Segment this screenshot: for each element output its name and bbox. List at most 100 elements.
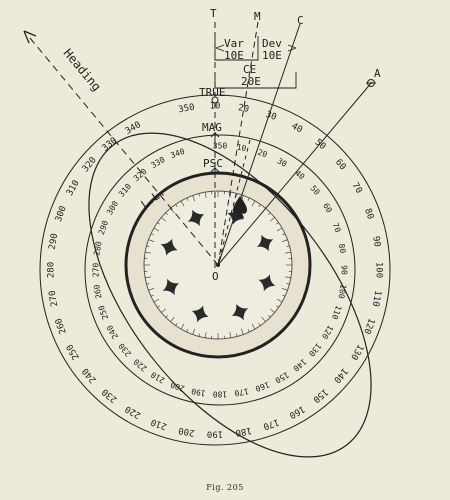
center-point xyxy=(216,263,220,267)
true-scale-label: 90 xyxy=(370,235,382,247)
true-scale-label: 210 xyxy=(150,416,169,431)
bearing-line xyxy=(217,81,373,266)
card-tick xyxy=(198,333,200,337)
compass-line-label: C xyxy=(297,14,304,27)
card-tick xyxy=(148,239,155,242)
card-tick xyxy=(150,294,154,297)
true-ring-label: TRUE xyxy=(199,86,226,99)
center-label: O xyxy=(212,270,219,283)
true-scale-label: 100 xyxy=(374,262,384,278)
true-scale-label: 200 xyxy=(178,425,196,438)
card-tick xyxy=(269,217,275,222)
heading-line xyxy=(29,37,219,266)
card-tick xyxy=(153,298,160,303)
card-tick xyxy=(282,294,286,297)
card-tick xyxy=(276,305,279,308)
true-scale-label: 240 xyxy=(81,366,99,385)
card-tick xyxy=(161,217,167,222)
true-scale-label: 130 xyxy=(348,342,365,361)
card-tick xyxy=(165,212,169,216)
card-tick xyxy=(286,245,290,247)
card-tick xyxy=(148,288,155,291)
card-point-icon xyxy=(160,238,178,256)
card-tick xyxy=(229,192,232,199)
mag-scale-label: 150 xyxy=(273,370,290,385)
card-tick xyxy=(204,192,207,199)
card-tick xyxy=(145,276,152,279)
card-point-icon xyxy=(162,278,180,296)
var-label: Var xyxy=(224,37,244,50)
card-point-icon xyxy=(227,207,245,225)
mag-scale-label: 140 xyxy=(291,357,308,373)
card-tick xyxy=(186,197,189,201)
dev-arrow-right xyxy=(287,44,297,52)
compass-card-ticks xyxy=(144,191,292,339)
card-tick xyxy=(247,329,250,333)
true-scale-label: 350 xyxy=(178,103,196,116)
card-tick xyxy=(284,251,291,254)
mag-scale-label: 300 xyxy=(105,199,120,216)
true-scale-label: 180 xyxy=(235,425,253,438)
true-scale-label: 250 xyxy=(65,342,82,361)
card-tick xyxy=(145,251,152,254)
true-scale-label: 160 xyxy=(287,403,306,420)
card-tick xyxy=(165,314,169,318)
card-tick xyxy=(236,333,238,337)
card-tick xyxy=(192,195,195,202)
mag-scale-label: 230 xyxy=(117,341,133,358)
fleur-de-lis-icon xyxy=(233,196,247,218)
card-tick xyxy=(284,276,291,279)
true-scale-label: 330 xyxy=(100,136,119,154)
card-tick xyxy=(282,233,286,236)
true-scale-label: 80 xyxy=(362,207,375,221)
true-scale-label: 120 xyxy=(361,317,376,336)
true-scale-label: 30 xyxy=(264,110,278,123)
true-scale-label: 280 xyxy=(47,262,57,278)
card-tick xyxy=(192,328,195,335)
card-tick xyxy=(251,323,256,330)
card-point-icon xyxy=(258,274,276,292)
mag-scale-label: 290 xyxy=(97,219,110,236)
mag-scale-label: 50 xyxy=(308,184,321,197)
mag-ring xyxy=(84,134,356,406)
compass-north-dash xyxy=(217,139,251,266)
card-tick xyxy=(180,323,185,330)
card-tick xyxy=(276,222,279,225)
true-scale-label: 290 xyxy=(48,233,61,251)
card-tick xyxy=(157,222,160,225)
figure-caption: Fig. 205 xyxy=(206,483,244,492)
true-scale-label: 40 xyxy=(290,121,304,135)
mag-scale-label: 340 xyxy=(169,147,186,160)
ce-value: 20E xyxy=(241,75,261,88)
psc-ring-label: PSC xyxy=(203,157,223,170)
mag-scale-label: 70 xyxy=(331,222,343,234)
true-scale-label: 300 xyxy=(54,205,69,224)
card-tick xyxy=(247,197,250,201)
card-tick xyxy=(153,227,160,232)
mag-scale-label: 160 xyxy=(254,380,271,393)
mag-scale-label: 30 xyxy=(276,156,289,169)
mag-scale-label: 330 xyxy=(149,155,166,170)
mag-scale-label: 310 xyxy=(117,182,133,199)
card-tick xyxy=(261,316,266,322)
mag-scale-label: 110 xyxy=(330,304,343,321)
mag-scale-label: 260 xyxy=(92,283,103,299)
card-tick xyxy=(286,283,290,285)
var-arrow-left xyxy=(215,44,225,52)
true-scale-label: 60 xyxy=(333,158,348,173)
heading-ellipse xyxy=(88,132,372,458)
ce-bracket xyxy=(214,72,297,89)
true-scale-label: 140 xyxy=(331,366,349,385)
true-scale-label: 230 xyxy=(100,386,119,404)
ce-label: CE xyxy=(243,63,256,76)
true-scale-label: 310 xyxy=(65,179,82,198)
card-tick xyxy=(229,331,232,338)
true-scale-label: 220 xyxy=(124,403,143,420)
card-tick xyxy=(150,233,154,236)
card-tick xyxy=(267,314,271,318)
true-marker xyxy=(211,96,219,104)
true-scale-label: 20 xyxy=(237,103,249,115)
mag-scale-label: 250 xyxy=(97,304,110,321)
card-tick xyxy=(236,193,238,197)
